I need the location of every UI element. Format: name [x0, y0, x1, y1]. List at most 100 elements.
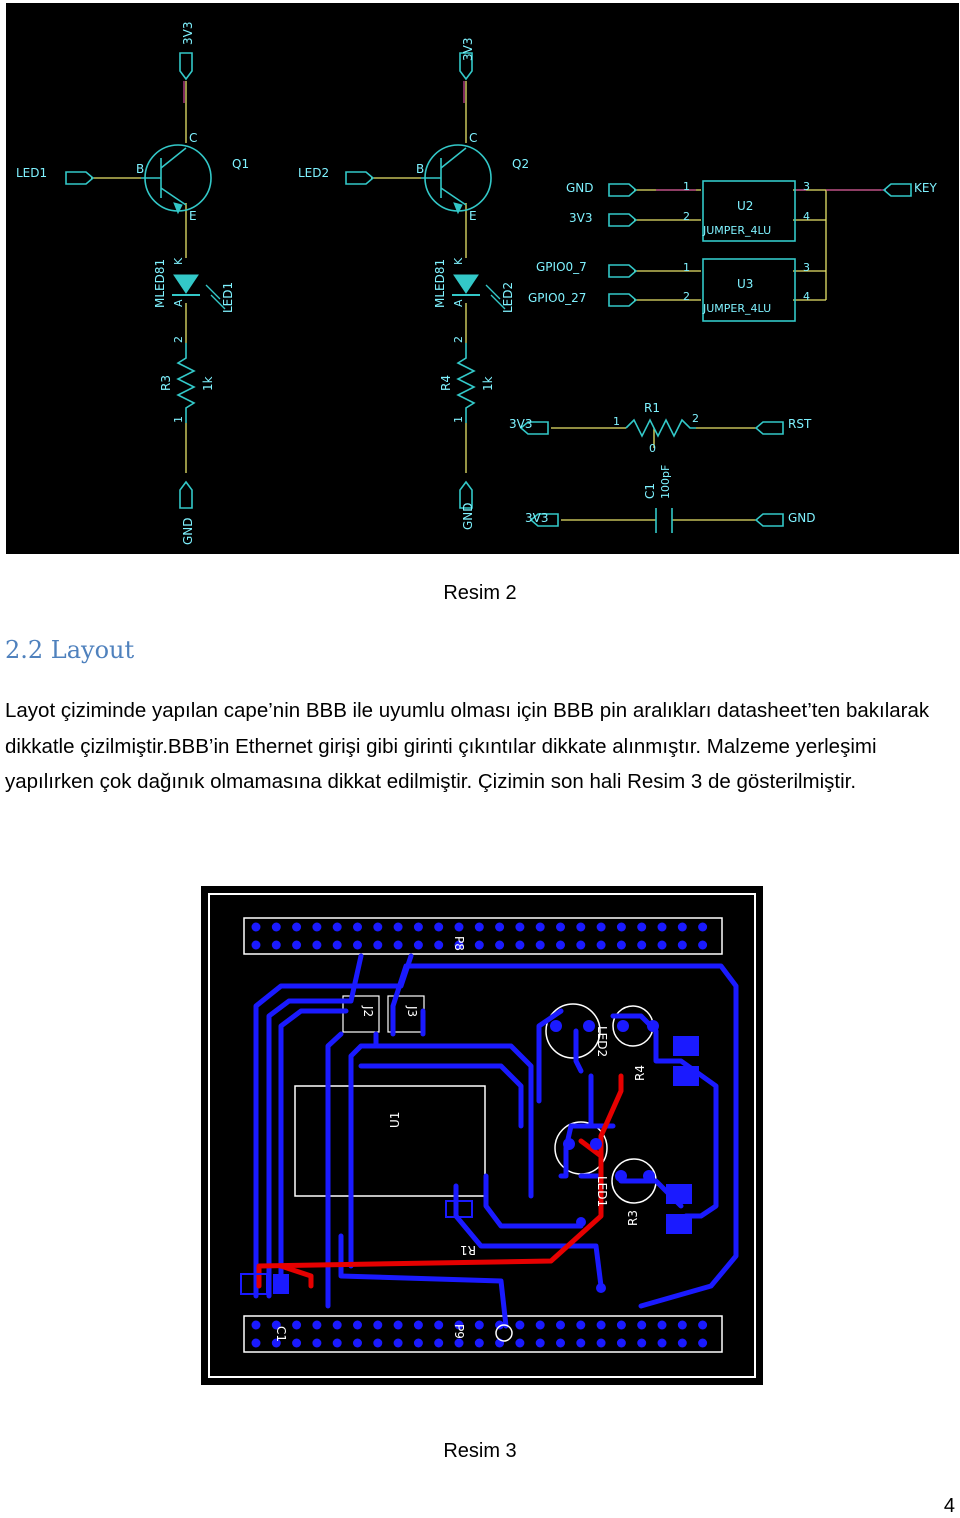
header-pad [556, 940, 565, 950]
header-pad [637, 940, 647, 950]
header-pad [332, 1320, 342, 1330]
u3-jumper-label: JUMPER_4LU [702, 302, 771, 315]
led2-pin-a: A [452, 299, 465, 307]
header-pad [515, 922, 525, 932]
net-gnd-u2: GND [566, 181, 594, 195]
header-pad [576, 1320, 586, 1330]
header-pad [251, 922, 261, 932]
caption-resim2: Resim 2 [443, 582, 517, 604]
header-pad [535, 940, 545, 950]
pcb-label-j2: J2 [361, 1005, 375, 1017]
led1-pin-a: A [172, 299, 185, 307]
r3-value: 1k [201, 376, 215, 391]
mled1-label: MLED81 [153, 259, 167, 308]
net-gpio0-27: GPIO0_27 [528, 291, 586, 305]
u2-pin1: 1 [683, 180, 690, 193]
header-pad [271, 1320, 281, 1330]
net-gnd-q1: GND [181, 517, 195, 545]
net-3v3-r1: 3V3 [509, 417, 532, 431]
header-pad [657, 940, 667, 950]
header-pad [474, 1338, 484, 1348]
u3-pin4: 4 [803, 290, 810, 303]
header-pad [474, 922, 484, 932]
header-pad [332, 940, 342, 950]
header-pad [677, 1338, 687, 1348]
led1-pin-k: K [172, 257, 185, 265]
header-pad [251, 940, 261, 950]
u3-pin2: 2 [683, 290, 690, 303]
header-pad [251, 1338, 261, 1348]
header-pad [515, 940, 525, 950]
pcb-label-j3: J3 [405, 1005, 419, 1017]
header-pad [535, 922, 545, 932]
net-3v3-c1: 3V3 [525, 511, 548, 525]
pcb-label-p9: P9 [452, 1324, 466, 1339]
u2-pin3: 3 [803, 180, 810, 193]
net-led2: LED2 [298, 166, 329, 180]
header-pad [454, 1338, 464, 1348]
pcb-label-r4: R4 [633, 1065, 647, 1081]
header-pad [413, 1338, 423, 1348]
r1-pin2: 2 [692, 412, 699, 425]
q2-pin-e: E [469, 209, 477, 223]
u2-pin2: 2 [683, 210, 690, 223]
header-pad [515, 1338, 525, 1348]
header-pad [616, 1338, 626, 1348]
header-pad [292, 1338, 302, 1348]
header-pad [312, 940, 322, 950]
q2-pin-c: C [469, 131, 477, 145]
header-pad [373, 1320, 383, 1330]
header-pad [454, 922, 464, 932]
u2-pin4: 4 [803, 210, 810, 223]
header-pad [515, 1320, 525, 1330]
pcb-label-led2: LED2 [595, 1026, 609, 1057]
header-pad [251, 1320, 261, 1330]
led1-label: LED1 [221, 282, 235, 313]
header-pad [596, 940, 606, 950]
header-pad [312, 1320, 322, 1330]
r4-pin2: 2 [452, 336, 465, 343]
header-pad [495, 922, 505, 932]
header-pad [637, 922, 647, 932]
u3-pin3: 3 [803, 261, 810, 274]
header-pad [596, 1338, 606, 1348]
header-pad [413, 940, 423, 950]
q1-label: Q1 [232, 157, 249, 171]
header-pad [474, 940, 484, 950]
header-pad [373, 922, 383, 932]
header-pad [434, 1320, 444, 1330]
q1-pin-b: B [136, 162, 144, 176]
header-pad [596, 922, 606, 932]
header-pad [616, 940, 626, 950]
led2-pin-k: K [452, 257, 465, 265]
u3-label: U3 [737, 277, 753, 291]
r3-pin2: 2 [172, 336, 185, 343]
r3-pin1: 1 [172, 416, 185, 423]
u2-jumper-label: JUMPER_4LU [702, 224, 771, 237]
header-pad [474, 1320, 484, 1330]
header-pad [434, 922, 444, 932]
header-pad [454, 940, 464, 950]
header-pad [271, 922, 281, 932]
header-pad [556, 1320, 565, 1330]
header-pad [556, 1338, 565, 1348]
header-pad [535, 1338, 545, 1348]
header-pad [616, 922, 626, 932]
r1-value: 0 [649, 442, 656, 455]
header-pad [312, 1338, 322, 1348]
header-pad [434, 940, 444, 950]
header-pad [535, 1320, 545, 1330]
header-pad [576, 940, 586, 950]
r3-label: R3 [159, 375, 173, 391]
u3-pin1: 1 [683, 261, 690, 274]
schematic-image: 3V3 3V3 LED1 LED2 GND 3V3 GPIO0_7 GPIO0_… [6, 3, 959, 554]
net-key: KEY [914, 181, 937, 195]
led2-label: LED2 [501, 282, 515, 313]
net-gnd-q2: GND [461, 502, 475, 530]
net-gnd-c1: GND [788, 511, 816, 525]
header-pad [495, 940, 505, 950]
header-pad [332, 1338, 342, 1348]
pcb-label-p8: P8 [452, 936, 466, 951]
header-pad [677, 922, 687, 932]
header-pad [576, 922, 586, 932]
